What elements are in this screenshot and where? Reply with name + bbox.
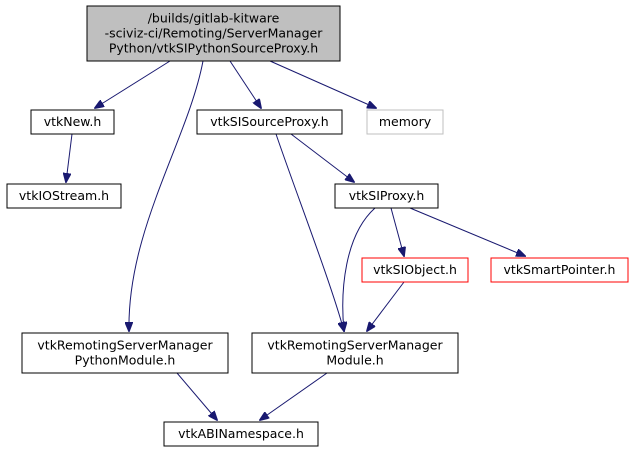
node-vtkSIObject: vtkSIObject.h bbox=[361, 257, 469, 283]
edge-pyModule-to-abi bbox=[176, 372, 217, 420]
edge-root-to-vtkSISourceProxy bbox=[229, 60, 261, 108]
node-label-memory-line-0: memory bbox=[379, 114, 432, 129]
node-vtkSIProxy[interactable]: vtkSIProxy.h bbox=[334, 183, 439, 209]
node-vtkIOStream[interactable]: vtkIOStream.h bbox=[6, 183, 122, 209]
node-box-vtkNew bbox=[30, 109, 115, 135]
edge-vtkSISourceProxy-to-vtkSIProxy bbox=[290, 133, 354, 182]
node-vtkSISourceProxy[interactable]: vtkSISourceProxy.h bbox=[196, 109, 343, 135]
edge-vtkSIProxy-to-vtkSmartPointer bbox=[409, 207, 525, 256]
node-label-pyModule-line-1: PythonModule.h bbox=[75, 353, 176, 368]
node-label-smModule-line-1: Module.h bbox=[326, 353, 383, 368]
node-label-vtkSIObject-line-0: vtkSIObject.h bbox=[373, 262, 457, 277]
node-label-abi-line-0: vtkABINamespace.h bbox=[178, 426, 304, 441]
edge-vtkSIProxy-to-smModule bbox=[343, 207, 376, 331]
node-label-vtkNew-line-0: vtkNew.h bbox=[44, 114, 102, 129]
node-label-smModule-line-0: vtkRemotingServerManager bbox=[267, 338, 443, 353]
node-box-vtkSmartPointer bbox=[490, 257, 629, 283]
node-box-pyModule bbox=[21, 332, 229, 374]
node-box-abi bbox=[163, 421, 319, 447]
edge-vtkSISourceProxy-to-smModule bbox=[275, 133, 344, 331]
node-box-vtkIOStream bbox=[6, 183, 122, 209]
node-label-root-line-2: Python/vtkSIPythonSourceProxy.h bbox=[109, 41, 318, 56]
node-box-root bbox=[86, 5, 341, 62]
node-label-pyModule-line-0: vtkRemotingServerManager bbox=[37, 338, 213, 353]
node-box-vtkSIProxy bbox=[334, 183, 439, 209]
node-label-vtkSIProxy-line-0: vtkSIProxy.h bbox=[349, 188, 425, 203]
node-label-vtkSISourceProxy-line-0: vtkSISourceProxy.h bbox=[210, 114, 328, 129]
edge-root-to-pyModule bbox=[129, 60, 204, 331]
edge-root-to-memory bbox=[269, 60, 376, 108]
node-vtkNew[interactable]: vtkNew.h bbox=[30, 109, 115, 135]
edge-smModule-to-abi bbox=[260, 372, 328, 420]
edge-vtkNew-to-vtkIOStream bbox=[66, 133, 73, 182]
node-box-smModule bbox=[251, 332, 459, 374]
node-label-vtkSmartPointer-line-0: vtkSmartPointer.h bbox=[504, 262, 616, 277]
node-root: /builds/gitlab-kitware-sciviz-ci/Remotin… bbox=[86, 5, 341, 62]
node-label-root-line-0: /builds/gitlab-kitware bbox=[148, 11, 280, 26]
node-box-memory bbox=[366, 109, 444, 135]
edge-vtkSIProxy-to-vtkSIObject bbox=[390, 207, 404, 256]
edge-vtkSIObject-to-smModule bbox=[367, 281, 405, 331]
node-abi[interactable]: vtkABINamespace.h bbox=[163, 421, 319, 447]
edges-layer bbox=[66, 60, 525, 420]
edge-root-to-vtkNew bbox=[95, 60, 171, 108]
node-box-vtkSISourceProxy bbox=[196, 109, 343, 135]
nodes-layer: /builds/gitlab-kitware-sciviz-ci/Remotin… bbox=[6, 5, 629, 447]
node-label-root-line-1: -sciviz-ci/Remoting/ServerManager bbox=[105, 26, 324, 41]
node-label-vtkIOStream-line-0: vtkIOStream.h bbox=[19, 188, 109, 203]
node-memory: memory bbox=[366, 109, 444, 135]
node-vtkSmartPointer: vtkSmartPointer.h bbox=[490, 257, 629, 283]
node-box-vtkSIObject bbox=[361, 257, 469, 283]
